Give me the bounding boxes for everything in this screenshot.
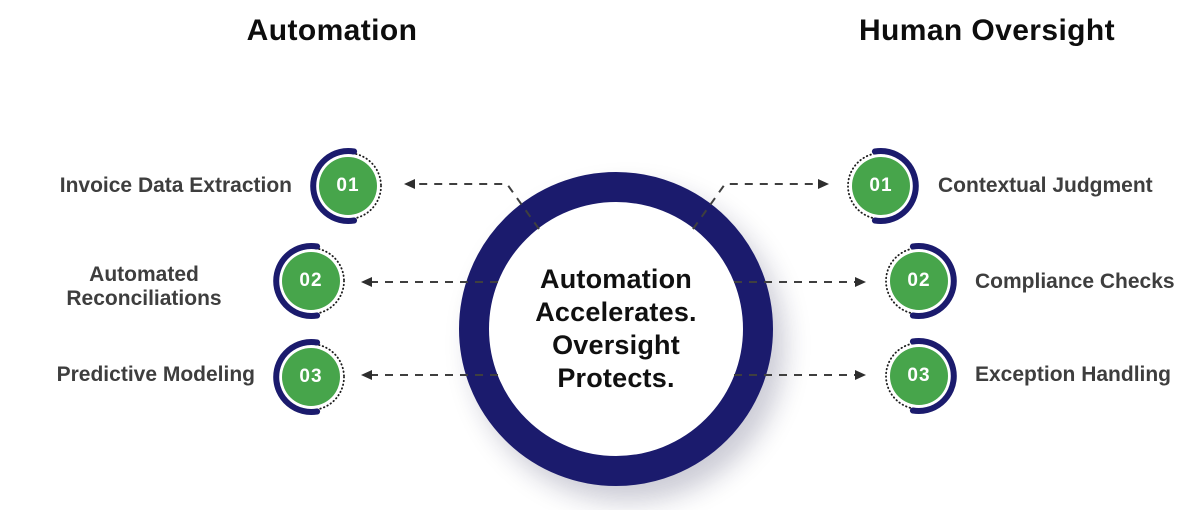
center-circle: Automation Accelerates. Oversight Protec… (459, 172, 773, 486)
label-automated-reconciliations: Automated Reconciliations (66, 263, 222, 311)
badge-solid-arc (909, 338, 957, 414)
badge-ring-icon (885, 243, 957, 319)
arrow-right-2-icon (855, 277, 866, 287)
left-column-title: Automation (246, 14, 418, 47)
step-number: 03 (907, 365, 931, 386)
badge-number-circle (852, 157, 910, 215)
label-predictive-modeling: Predictive Modeling (56, 363, 255, 386)
label-contextual-judgment: Contextual Judgment (938, 174, 1153, 197)
arrow-right-1-icon (818, 179, 829, 189)
label-invoice-data-extraction: Invoice Data Extraction (59, 174, 292, 197)
badge-number-circle (890, 347, 948, 405)
badge-ring-icon (885, 338, 957, 414)
badge-ring-icon (847, 148, 919, 224)
arrow-left-3-icon (361, 370, 372, 380)
badge-solid-arc (310, 148, 358, 224)
arrow-left-1-icon (404, 179, 415, 189)
badge-ring-icon (273, 243, 345, 319)
badge-solid-arc (909, 243, 957, 319)
label-exception-handling: Exception Handling (975, 363, 1172, 386)
step-badge-left-3: 03 (271, 337, 351, 417)
badge-solid-arc (871, 148, 919, 224)
step-badge-right-3: 03 (879, 336, 959, 416)
right-column-title: Human Oversight (858, 14, 1116, 47)
step-number: 02 (299, 270, 323, 291)
step-number: 01 (869, 175, 893, 196)
step-badge-right-1: 01 (841, 146, 921, 226)
step-badge-left-2: 02 (271, 241, 351, 321)
badge-solid-arc (273, 243, 321, 319)
arrow-right-3-icon (855, 370, 866, 380)
badge-ring-icon (273, 339, 345, 415)
step-number: 02 (907, 270, 931, 291)
badge-number-circle (282, 252, 340, 310)
badge-number-circle (319, 157, 377, 215)
badge-solid-arc (273, 339, 321, 415)
badge-ring-icon (310, 148, 382, 224)
arrow-left-2-icon (361, 277, 372, 287)
badge-number-circle (890, 252, 948, 310)
step-badge-left-1: 01 (308, 146, 388, 226)
step-number: 03 (299, 366, 323, 387)
step-badge-right-2: 02 (879, 241, 959, 321)
center-message: Automation Accelerates. Oversight Protec… (535, 264, 697, 393)
label-compliance-checks: Compliance Checks (975, 270, 1175, 293)
step-number: 01 (336, 175, 360, 196)
badge-number-circle (282, 348, 340, 406)
